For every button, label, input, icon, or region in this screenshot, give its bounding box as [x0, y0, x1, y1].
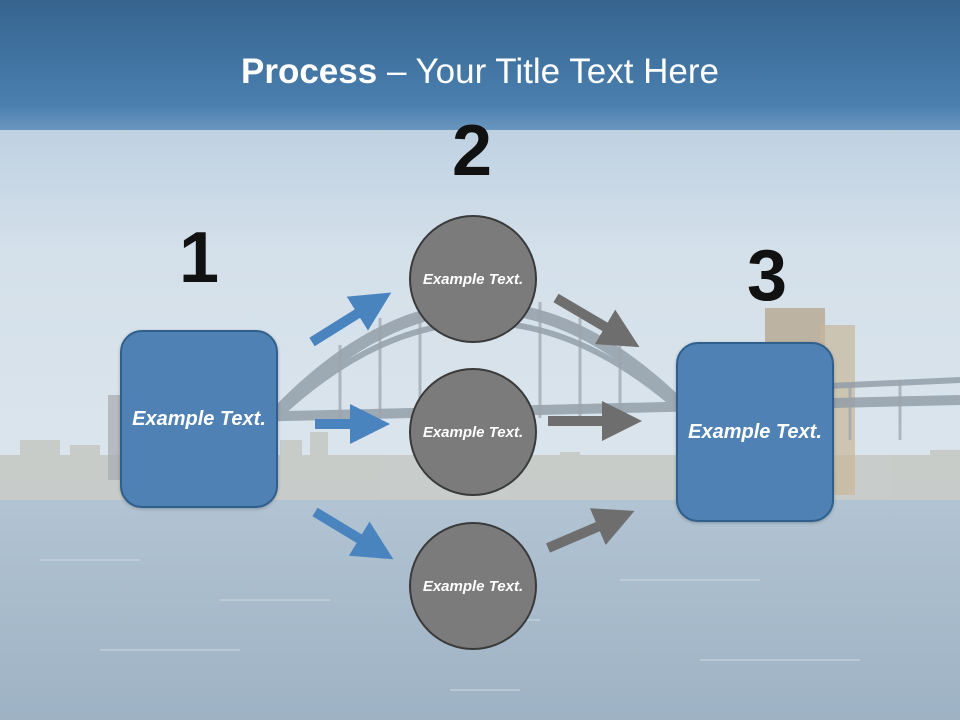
- arrow-top-to-right: [553, 293, 640, 348]
- step-number-1: 1: [178, 218, 220, 298]
- circle-top: Example Text.: [409, 215, 537, 343]
- circle-bottom-label: Example Text.: [422, 577, 524, 595]
- right-process-box: Example Text.: [676, 342, 834, 522]
- right-box-label: Example Text.: [688, 420, 822, 443]
- circle-middle: Example Text.: [409, 368, 537, 496]
- left-process-box: Example Text.: [120, 330, 278, 508]
- left-box-label: Example Text.: [132, 407, 266, 430]
- title-bold-text: Process: [241, 52, 378, 91]
- arrow-left-to-bottom: [312, 507, 394, 560]
- circle-middle-label: Example Text.: [422, 423, 524, 441]
- arrow-bottom-to-right: [546, 508, 635, 553]
- arrow-left-to-top: [309, 292, 392, 347]
- step-number-2: 2: [451, 111, 493, 191]
- circle-bottom: Example Text.: [409, 522, 537, 650]
- step-number-3: 3: [746, 236, 788, 316]
- slide-title: Process – Your Title Text Here: [0, 52, 960, 92]
- title-rest-text: – Your Title Text Here: [377, 52, 719, 91]
- title-band: [0, 0, 960, 130]
- circle-top-label: Example Text.: [422, 270, 524, 288]
